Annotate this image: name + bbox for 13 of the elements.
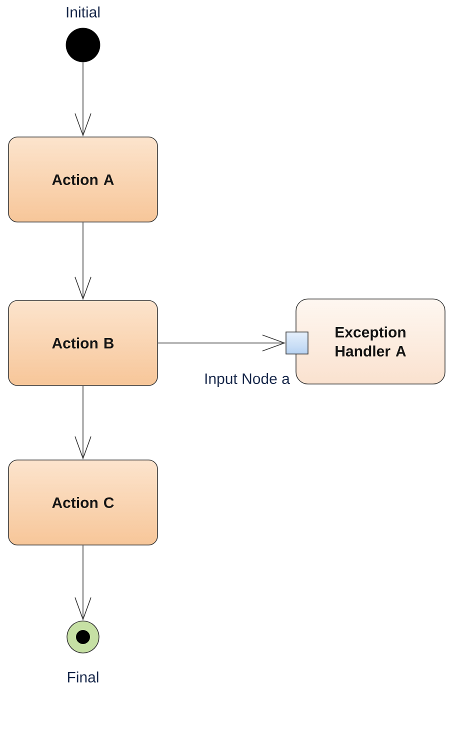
arrow — [158, 334, 286, 352]
node-label: Initial — [66, 6, 100, 18]
arrow — [74, 62, 92, 137]
action-box: Action A — [8, 136, 158, 222]
node-label: Final — [68, 672, 98, 682]
arrow — [74, 386, 92, 460]
arrow — [74, 222, 92, 300]
input-pin — [286, 332, 308, 354]
arrow — [74, 545, 92, 621]
handler-box: Exception Handler A — [296, 298, 446, 384]
action-box: Action C — [8, 460, 158, 546]
pin-label: Input Node a — [205, 373, 290, 387]
action-box: Action B — [8, 300, 158, 386]
